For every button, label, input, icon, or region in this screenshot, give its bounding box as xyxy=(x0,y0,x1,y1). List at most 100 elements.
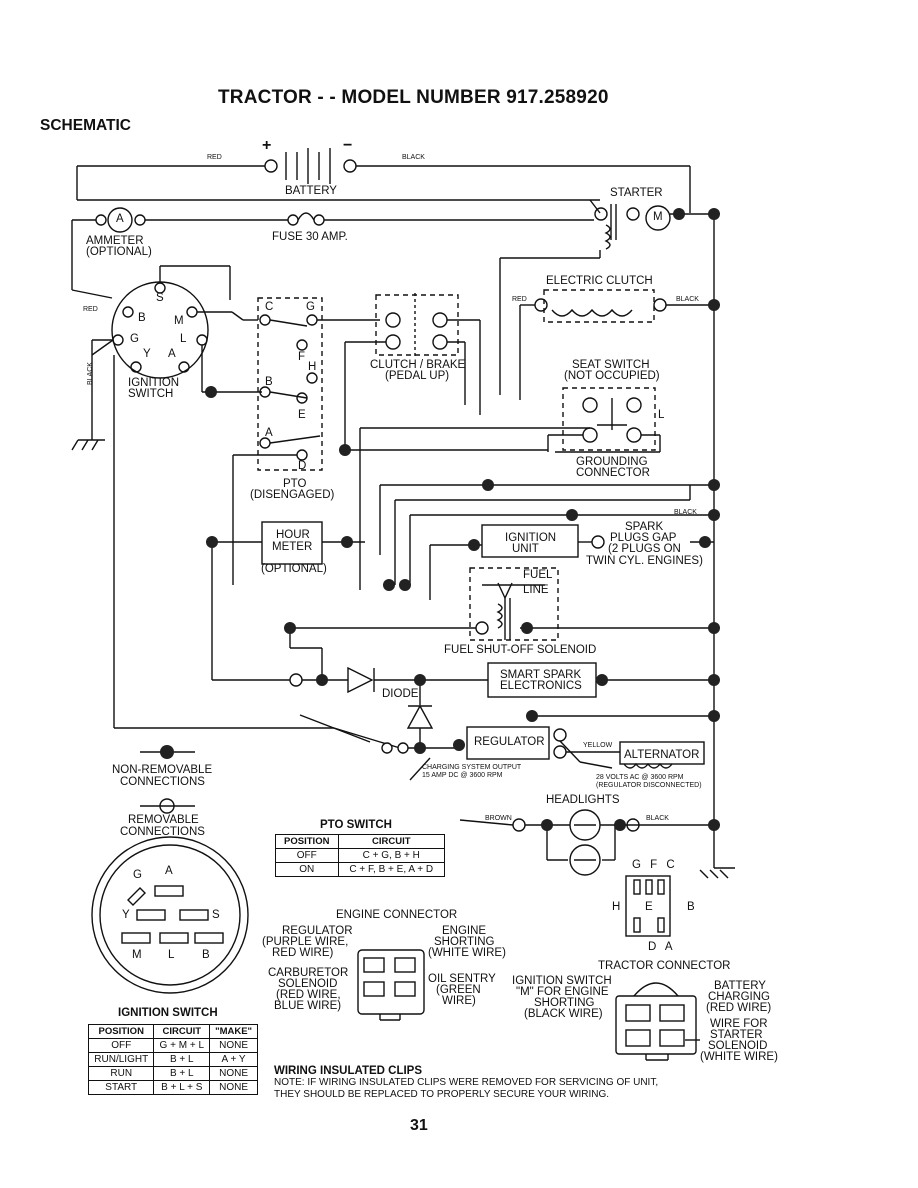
wire-color-yellow: YELLOW xyxy=(583,742,613,749)
pto-term-a: A xyxy=(265,427,273,439)
legend-removable-2: CONNECTIONS xyxy=(120,826,205,838)
ec-oil-sentry-3: WIRE) xyxy=(442,995,476,1007)
seat-switch-label: SEAT SWITCH xyxy=(572,359,650,371)
ignition-switch-label: IGNITION xyxy=(128,377,180,389)
table-row: ON C + F, B + E, A + D xyxy=(275,862,446,877)
table-header: POSITION xyxy=(87,1024,155,1039)
clutch-wire-black: BLACK xyxy=(676,296,699,303)
hour-meter-label-2: METER xyxy=(272,541,313,553)
pto-switch-title: PTO SWITCH xyxy=(320,819,392,831)
pto-term-d: D xyxy=(298,460,307,472)
tc-battery-charging-3: (RED WIRE) xyxy=(706,1002,772,1014)
starter-label: STARTER xyxy=(610,187,663,199)
ec-oil-sentry-2: (GREEN xyxy=(436,984,481,996)
table-cell: RUN xyxy=(87,1066,155,1081)
tc-starter-solenoid-3: SOLENOID xyxy=(708,1040,768,1052)
ec-regulator: REGULATOR xyxy=(282,925,353,937)
ec-engine-shorting-2: SHORTING xyxy=(434,936,495,948)
ammeter-optional: (OPTIONAL) xyxy=(86,246,152,258)
alternator-label: ALTERNATOR xyxy=(624,749,700,761)
table-cell: B + L xyxy=(153,1066,211,1081)
spark-label-3: (2 PLUGS ON xyxy=(608,543,681,555)
face-letter-s: S xyxy=(212,909,220,921)
alternator-spec: 28 VOLTS AC @ 3600 RPM xyxy=(596,774,684,781)
table-cell: C + G, B + H xyxy=(337,848,446,863)
pto-term-e: E xyxy=(298,409,306,421)
tc-ign-m-2: "M" FOR ENGINE xyxy=(516,986,609,998)
legend-non-removable: NON-REMOVABLE xyxy=(112,764,213,776)
tc-letter-e: E xyxy=(645,901,653,913)
spark-label-2: PLUGS GAP xyxy=(610,532,677,544)
smart-spark-label-2: ELECTRONICS xyxy=(500,680,582,692)
ignition-switch-table: POSITION CIRCUIT "MAKE" OFF G + M + L NO… xyxy=(87,1024,258,1095)
legend-non-removable-2: CONNECTIONS xyxy=(120,776,205,788)
tc-battery-charging: BATTERY xyxy=(714,980,766,992)
ammeter-label: AMMETER xyxy=(86,235,144,247)
tc-ign-m: IGNITION SWITCH xyxy=(512,975,612,987)
ign-term-l: L xyxy=(180,333,187,345)
pto-term-g: G xyxy=(306,301,315,313)
table-header: CIRCUIT xyxy=(153,1024,211,1039)
spark-label: SPARK xyxy=(625,521,664,533)
ign-term-a: A xyxy=(168,348,176,360)
engine-connector-title: ENGINE CONNECTOR xyxy=(336,909,458,921)
ammeter-symbol: A xyxy=(116,213,124,225)
pto-disengaged: (DISENGAGED) xyxy=(250,489,335,501)
table-cell: B + L + S xyxy=(153,1080,211,1095)
pto-term-f: F xyxy=(298,351,306,363)
ec-regulator-3: RED WIRE) xyxy=(272,947,334,959)
pto-term-h: H xyxy=(308,361,317,373)
table-cell: OFF xyxy=(275,848,339,863)
table-row: OFF C + G, B + H xyxy=(275,848,446,863)
hour-meter-optional: (OPTIONAL) xyxy=(261,563,327,575)
wire-color-brown: BROWN xyxy=(485,815,512,822)
tc-starter-solenoid-2: STARTER xyxy=(710,1029,763,1041)
table-cell: C + F, B + E, A + D xyxy=(337,862,446,877)
tc-starter-solenoid-4: (WHITE WIRE) xyxy=(700,1051,778,1063)
ign-term-b: B xyxy=(138,312,146,324)
headlights-label: HEADLIGHTS xyxy=(546,794,620,806)
ec-carburetor-4: BLUE WIRE) xyxy=(274,1000,342,1012)
hour-meter-label: HOUR xyxy=(276,529,310,541)
notes-line-1: NOTE: IF WIRING INSULATED CLIPS WERE REM… xyxy=(274,1077,659,1088)
ign-term-g: G xyxy=(130,333,139,345)
electric-clutch-label: ELECTRIC CLUTCH xyxy=(546,275,653,287)
battery-minus-label: − xyxy=(343,137,353,154)
ign-term-y: Y xyxy=(143,348,151,360)
fuel-solenoid-label: FUEL SHUT-OFF SOLENOID xyxy=(444,644,597,656)
ec-carburetor-3: (RED WIRE, xyxy=(276,989,341,1001)
notes-heading: WIRING INSULATED CLIPS xyxy=(274,1065,423,1077)
fuel-line-label: LINE xyxy=(523,584,549,596)
table-cell: G + M + L xyxy=(153,1038,211,1053)
tc-battery-charging-2: CHARGING xyxy=(708,991,770,1003)
pto-term-c: C xyxy=(265,301,274,313)
diode-label: DIODE xyxy=(382,688,419,700)
clutch-brake-state: (PEDAL UP) xyxy=(385,370,450,382)
table-cell: NONE xyxy=(209,1066,258,1081)
clutch-wire-red: RED xyxy=(512,296,527,303)
charging-output: CHARGING SYSTEM OUTPUT xyxy=(422,764,522,771)
ignition-unit-label: IGNITION xyxy=(505,532,557,544)
ec-carburetor-2: SOLENOID xyxy=(278,978,338,990)
tc-starter-solenoid: WIRE FOR xyxy=(710,1018,768,1030)
tc-letter-h: H xyxy=(612,901,621,913)
tc-bottom-letters: D A xyxy=(648,941,676,953)
battery-plus-label: + xyxy=(262,137,272,154)
ign-term-s: S xyxy=(156,292,164,304)
legend-removable: REMOVABLE xyxy=(128,814,199,826)
table-cell: RUN/LIGHT xyxy=(87,1052,155,1067)
table-cell: B + L xyxy=(153,1052,211,1067)
wire-color-black: BLACK xyxy=(402,154,425,161)
ign-wire-black: BLACK xyxy=(87,362,94,385)
ign-term-m: M xyxy=(174,315,184,327)
table-row: OFF G + M + L NONE xyxy=(87,1038,258,1053)
alternator-spec-2: (REGULATOR DISCONNECTED) xyxy=(596,782,702,789)
headlight-wire-black: BLACK xyxy=(646,815,669,822)
table-cell: NONE xyxy=(209,1080,258,1095)
starter-motor-symbol: M xyxy=(653,211,663,223)
pto-label: PTO xyxy=(283,478,307,490)
table-cell: OFF xyxy=(87,1038,155,1053)
face-letter-b: B xyxy=(202,949,210,961)
wire-color-red: RED xyxy=(207,154,222,161)
